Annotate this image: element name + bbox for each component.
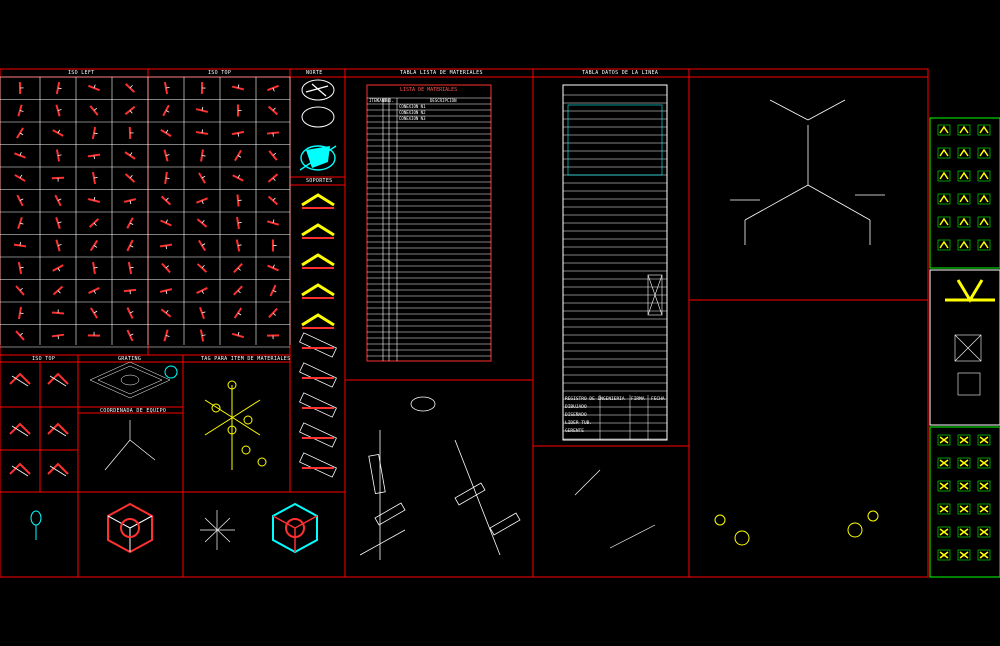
tag-items-header: TAG PARA ITEM DE MATERIALES [201,356,291,362]
iso-view-tags [359,396,521,560]
materials-table-header: TABLA LISTA DE MATERIALES [400,70,483,76]
iso-top-header: ISO TOP [208,70,232,76]
materials-col-desc: DESCRIPCION [430,98,457,103]
line-data-table [562,84,668,441]
right-symbol-panels [929,117,1000,578]
misc-marks [30,365,656,549]
tag-items-drawing [204,380,879,546]
north-panel [299,79,337,171]
materials-row-1: CONEXION N1 [399,104,426,109]
materials-col-item: ITEM [369,98,379,103]
iso-symbol-grid [0,76,291,348]
materials-list-title: LISTA DE MATERIALES [400,87,458,93]
role-disenado: DISEÑADO [565,413,587,418]
grating-header: GRATING [118,356,142,362]
isometric-axes-drawing [730,99,885,245]
north-letter: N [314,152,321,163]
role-dibujado: DIBUJADO [565,405,587,410]
iso-left-header: ISO LEFT [68,70,95,76]
iso-top-lower-header: ISO TOP [32,356,56,362]
line-data-header: TABLA DATOS DE LA LINEA [582,70,659,76]
materials-list-table [366,84,492,362]
coordinate-axes-icon [104,420,235,550]
materials-row-2: CONEXION N2 [399,110,426,115]
iso-symbols [9,81,280,477]
sheet-frame [0,68,929,578]
compass-north-icon [299,145,337,171]
norte-header: NORTE [306,70,323,76]
soportes-header: SOPORTES [306,178,333,184]
materials-col-cant: CANT. [377,98,390,103]
materials-col-und: UND. [384,98,394,103]
pipe-support-icons [299,193,337,478]
grating-icon [954,334,982,396]
firma-label: FIRMA [631,397,645,402]
role-gerente: GERENTE [565,429,584,434]
engineering-register-label: REGISTRO DE INGENIERIA [565,397,625,402]
valve-cube-icon [107,502,318,554]
grating-drawing [89,361,171,399]
role-lider: LIDER TUB. [565,421,593,426]
fecha-label: FECHA [651,397,665,402]
materials-row-3: CONEXION N3 [399,116,426,121]
equipment-coord-header: COORDENADA DE EQUIPO [100,408,167,414]
